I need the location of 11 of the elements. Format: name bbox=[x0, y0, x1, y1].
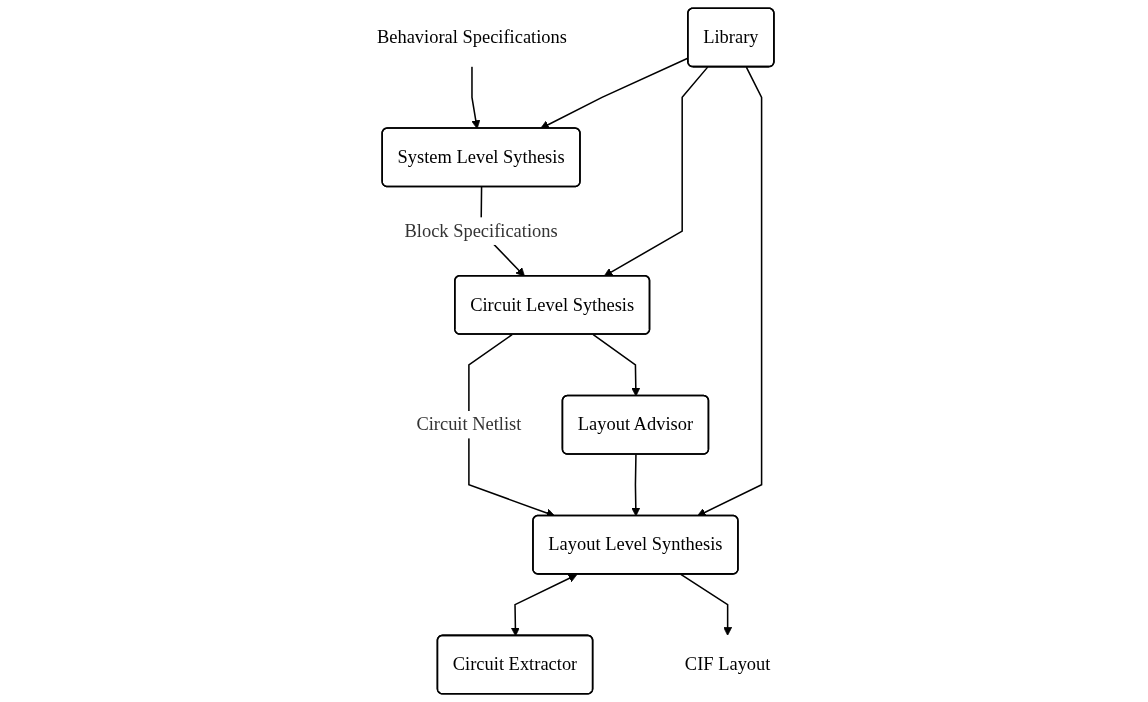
arrow bbox=[697, 66, 763, 517]
node-text: CIF Layout bbox=[685, 653, 771, 675]
arrow bbox=[592, 333, 641, 397]
edge-label: Circuit Netlist bbox=[416, 414, 522, 435]
node-text: Behavioral Specifications bbox=[377, 26, 568, 48]
arrow bbox=[680, 573, 733, 636]
edge-label: Block Specifications bbox=[404, 220, 558, 241]
arrow bbox=[604, 66, 709, 277]
arrow bbox=[511, 574, 578, 637]
arrow bbox=[631, 453, 641, 517]
arrow bbox=[471, 65, 481, 129]
